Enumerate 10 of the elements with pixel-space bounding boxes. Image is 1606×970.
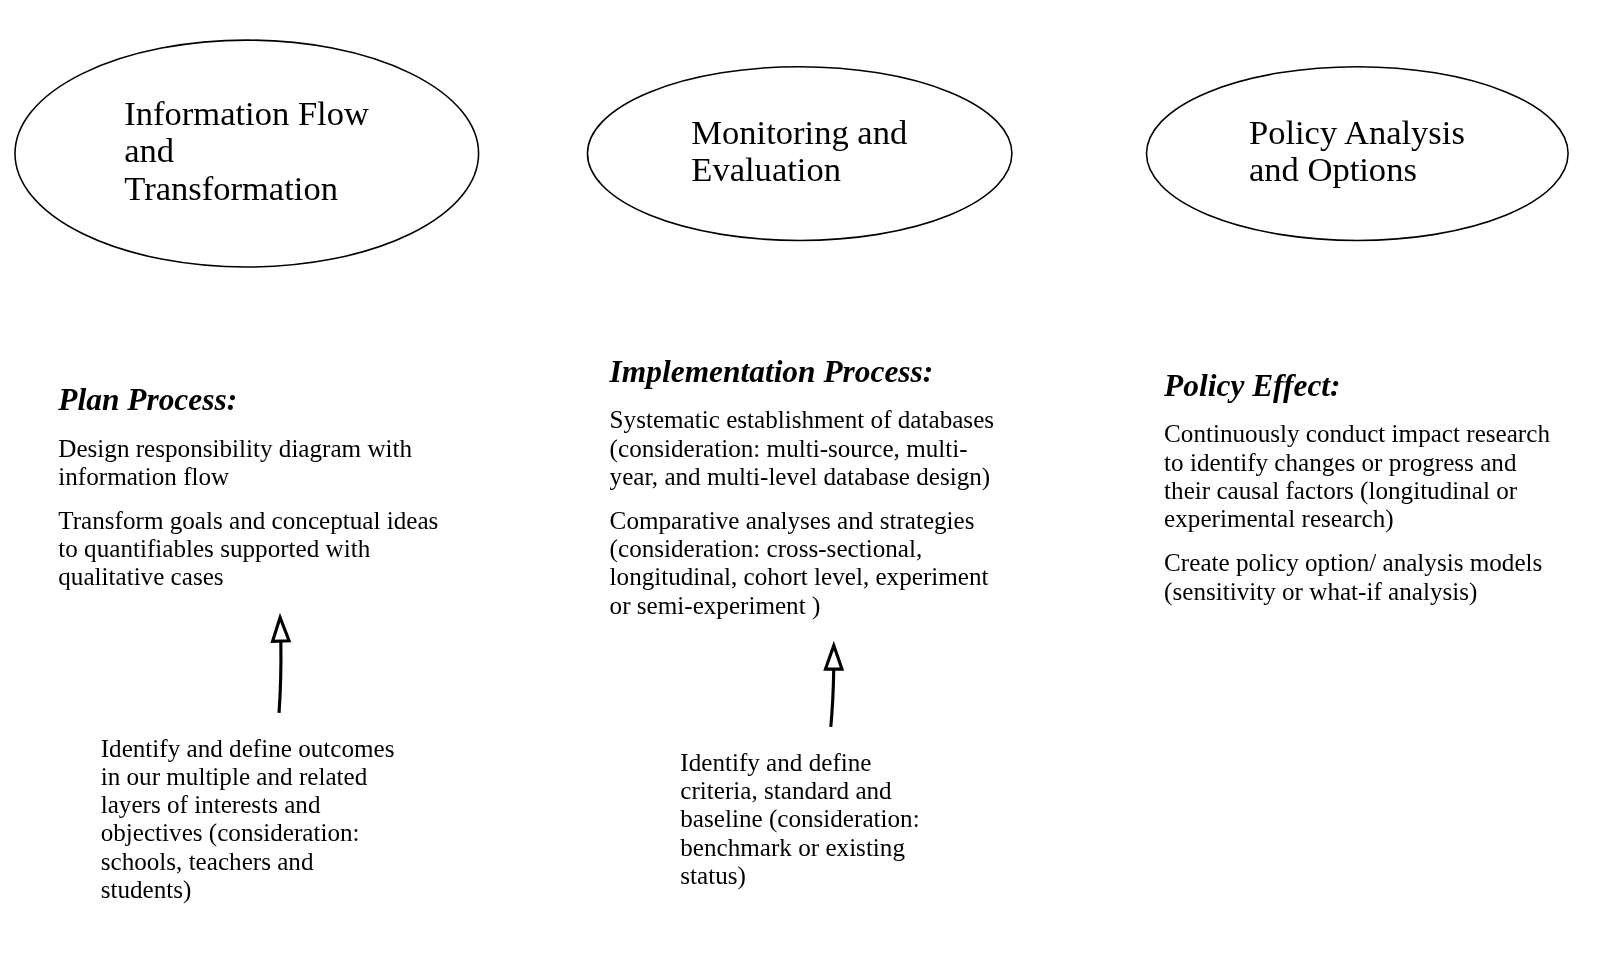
node-ellipse: Information Flow and Transformation (14, 39, 480, 268)
node-text: Policy Effect: Continuously conduct impact research to identify changes or progress and their causal factors (longitudinal or experimental research) Create policy option/ analysis models (sensitivity or what-if analysis) (1164, 367, 1550, 605)
arrow (823, 640, 845, 728)
node-text: Implementation Process: Systematic establishment of databases (consideration: multi-source, multi-year, and multi-level database design) Comparative analyses and strategies (consideration: cross-sectional, longitudinal, cohort level, experiment or semi-experiment ) (609, 353, 995, 619)
node-ellipse: Monitoring and Evaluation (586, 65, 1013, 242)
node-ellipse: Policy Analysis and Options (1145, 65, 1569, 242)
node-text: Identify and define criteria, standard and baseline (consideration: benchmark or existing status) (680, 748, 920, 889)
node-text: Plan Process: Design responsibility diagram with information flow Transform goals and conceptual ideas to quantifiables supported with qualitative cases (58, 381, 439, 591)
node-text: Identify and define outcomes in our multiple and related layers of interests and objectives (consideration: schools, teachers and students) (100, 734, 395, 903)
arrow (270, 612, 292, 713)
